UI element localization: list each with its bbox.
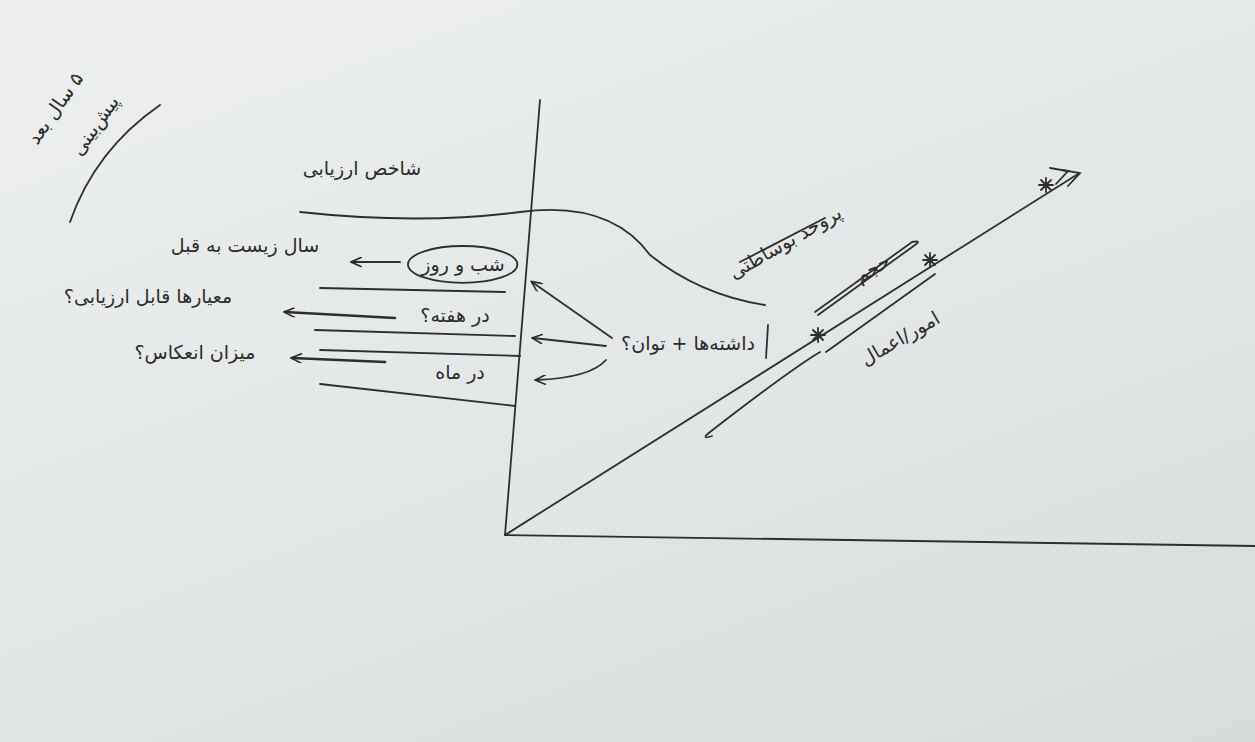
horizontal-axis — [505, 535, 1255, 546]
arrow-head — [1050, 168, 1068, 184]
handwritten-note: در ماه — [435, 361, 485, 384]
star-mark — [1039, 178, 1053, 192]
vertical-axis — [505, 100, 540, 535]
handwritten-note: پیش‌بینی — [66, 91, 124, 160]
underline — [320, 384, 515, 406]
star-mark — [811, 328, 825, 342]
growth-line — [505, 174, 1078, 535]
arrow — [536, 360, 606, 380]
underline — [320, 288, 505, 292]
bracket — [705, 352, 820, 437]
arrow — [285, 312, 395, 318]
node-text: شب و روز — [421, 253, 504, 276]
arrow — [532, 282, 612, 338]
group-curve — [300, 210, 765, 305]
handwritten-note: امور/اعمال — [856, 306, 944, 370]
arrow — [533, 338, 606, 346]
handwritten-note: شاخص ارزیابی — [303, 157, 422, 180]
handwritten-note: داشته‌ها + توان؟ — [621, 332, 755, 355]
arrow — [292, 358, 385, 362]
bar-mark — [766, 325, 768, 358]
arrow — [352, 261, 400, 263]
star-mark — [923, 253, 937, 267]
underline — [315, 330, 515, 336]
circled-term: شب و روز — [406, 244, 519, 285]
underline — [320, 350, 520, 356]
arrow-head — [1062, 170, 1080, 186]
handwritten-note: میزان انعکاس؟ — [135, 341, 256, 364]
handwritten-note: معیارها قابل ارزیابی؟ — [64, 285, 232, 308]
handwritten-note: پروحد بوساطتی — [725, 201, 846, 284]
handwritten-note: در هفته؟ — [420, 304, 489, 327]
handwritten-note: سال زیست به قبل — [171, 234, 319, 257]
bracket — [815, 241, 918, 315]
